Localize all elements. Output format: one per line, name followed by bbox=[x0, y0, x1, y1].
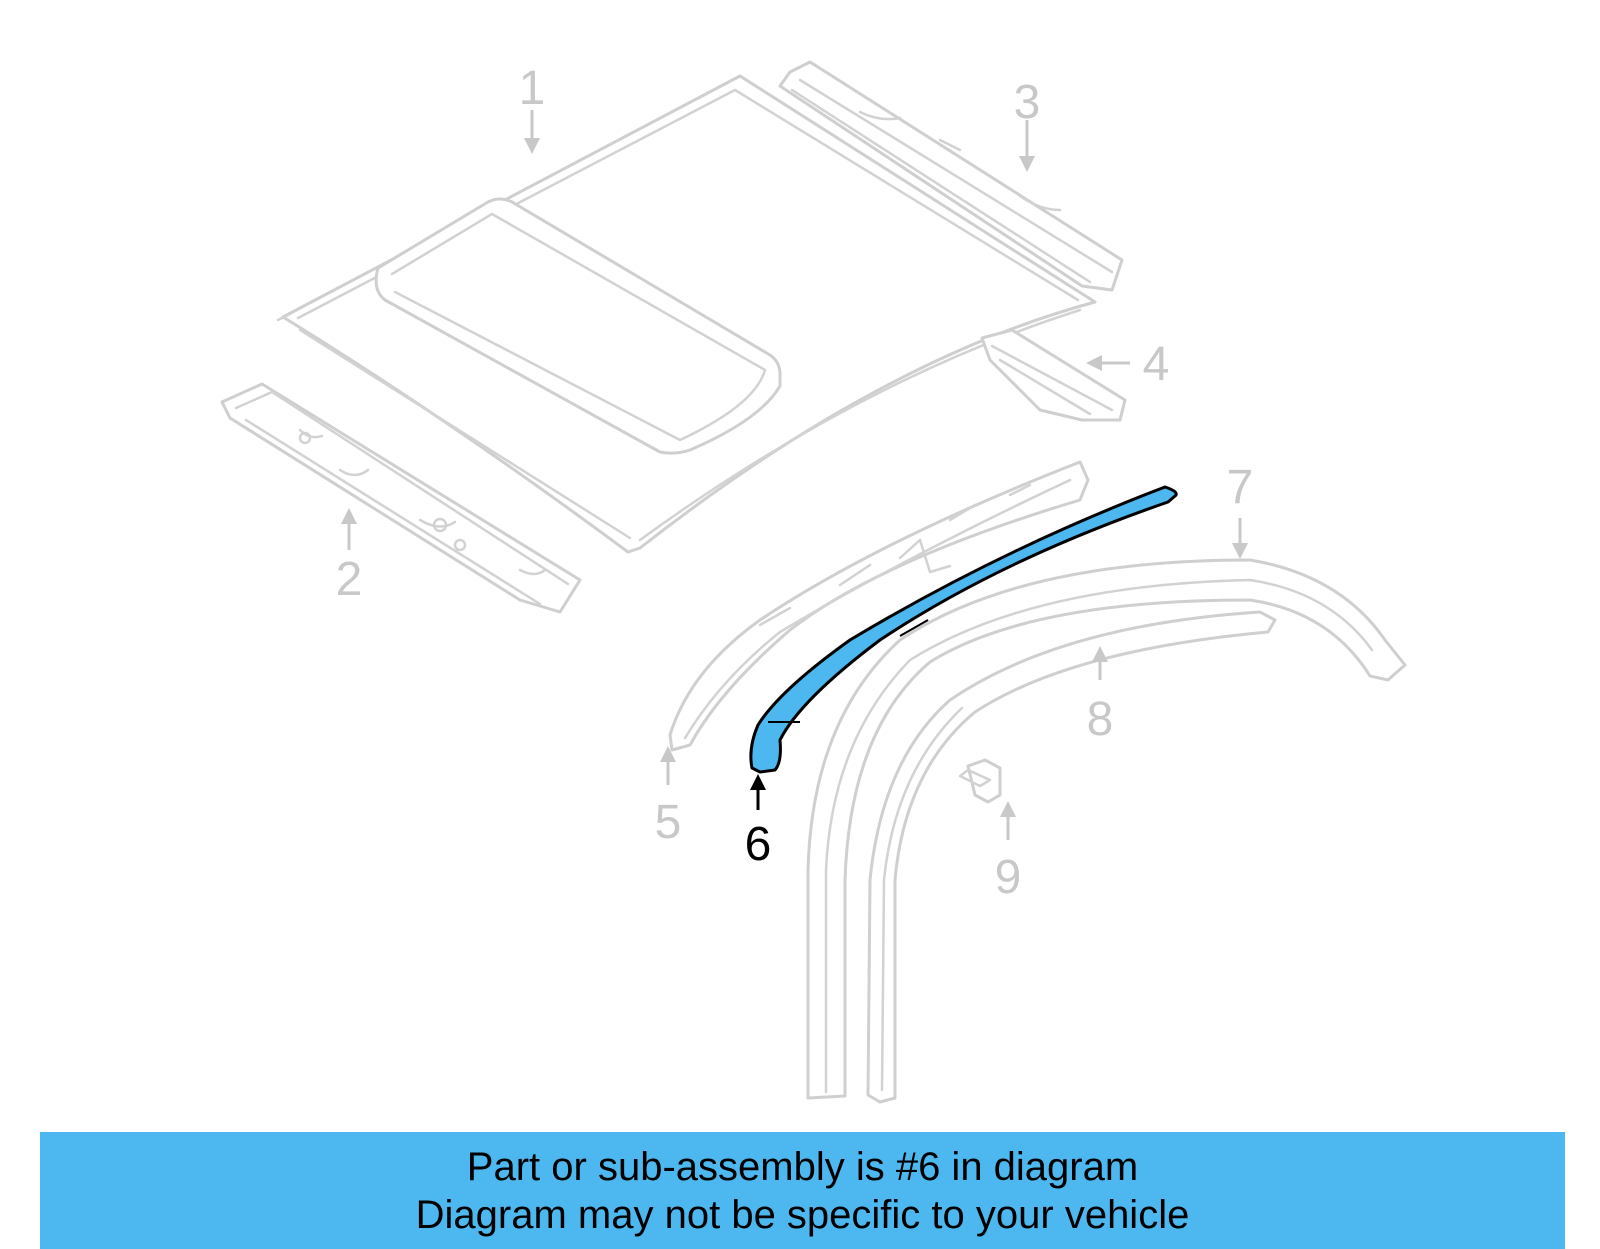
outer-body-side bbox=[806, 558, 1407, 1100]
callout-2: 2 bbox=[336, 553, 363, 606]
front-roof-rail bbox=[220, 382, 582, 614]
banner-line-part: Part or sub-assembly is #6 in diagram bbox=[466, 1144, 1139, 1189]
callout-leaders bbox=[341, 110, 1248, 840]
callout-1: 1 bbox=[519, 62, 546, 115]
callout-5: 5 bbox=[655, 796, 682, 849]
info-banner: Part or sub-assembly is #6 in diagram Di… bbox=[40, 1132, 1565, 1249]
callout-labels: 1 2 3 4 5 6 7 8 9 bbox=[336, 62, 1254, 904]
callout-4: 4 bbox=[1143, 338, 1170, 391]
rear-header bbox=[980, 328, 1127, 422]
roof-drip-molding bbox=[749, 485, 1178, 774]
inner-pillar-panel bbox=[866, 610, 1277, 1104]
callout-3: 3 bbox=[1014, 76, 1041, 129]
callout-7: 7 bbox=[1227, 461, 1254, 514]
callout-8: 8 bbox=[1087, 693, 1114, 746]
roof-side-rail bbox=[668, 460, 1090, 752]
callout-9: 9 bbox=[995, 851, 1022, 904]
callout-6: 6 bbox=[745, 818, 772, 871]
clip bbox=[958, 758, 1002, 804]
rear-roof-rail bbox=[778, 60, 1124, 292]
banner-line-disclaimer: Diagram may not be specific to your vehi… bbox=[415, 1192, 1190, 1237]
